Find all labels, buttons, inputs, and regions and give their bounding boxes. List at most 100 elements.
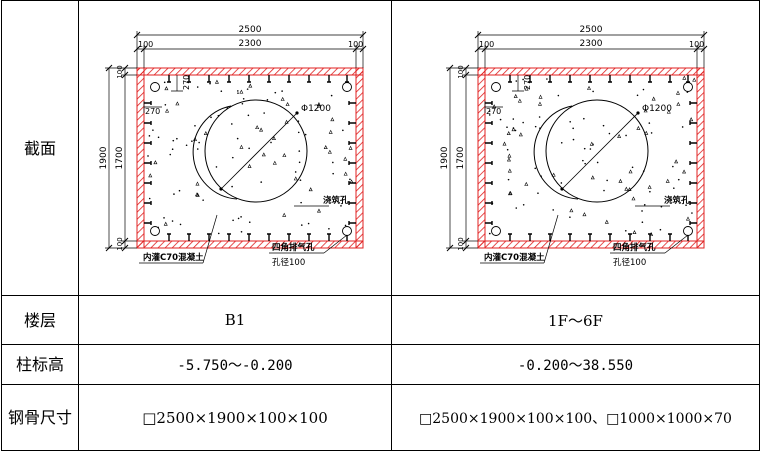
stud-top <box>588 75 592 83</box>
concrete-speckle <box>231 156 234 159</box>
concrete-speckle <box>552 209 554 211</box>
steel-wall-bottom <box>477 240 705 249</box>
concrete-aggregate <box>551 172 556 177</box>
diameter-tick <box>636 111 640 115</box>
concrete-speckle <box>506 148 509 151</box>
dim-tick <box>474 31 482 39</box>
stud-left <box>485 161 493 165</box>
concrete-speckle <box>603 189 605 192</box>
dim-tick <box>693 45 701 53</box>
concrete-speckle <box>592 90 594 93</box>
concrete-aggregate <box>203 131 208 136</box>
stud-right <box>689 161 697 165</box>
pour-hole-arc <box>192 105 238 200</box>
stud-right <box>348 201 356 205</box>
concrete-aggregate <box>271 136 276 141</box>
stud-bottom <box>568 233 572 241</box>
concrete-speckle <box>569 216 571 218</box>
dim-text-offset: 270 <box>486 107 501 116</box>
dim-text-side: 100 <box>457 237 465 250</box>
stud-right <box>348 121 356 125</box>
concrete-speckle <box>300 224 303 226</box>
vent-hole <box>342 82 352 92</box>
stud-right <box>348 181 356 185</box>
steel-size-value: □2500×1900×100×100、□1000×1000×70 <box>391 384 760 451</box>
vent-hole <box>150 226 160 236</box>
concrete-speckle <box>240 230 243 233</box>
concrete-aggregate <box>507 153 512 158</box>
concrete-speckle <box>534 167 537 170</box>
stud-top <box>686 75 690 83</box>
concrete-aggregate <box>511 127 516 132</box>
stud-bottom <box>227 233 231 241</box>
dim-tick <box>446 64 454 72</box>
concrete-aggregate <box>148 173 153 178</box>
concrete-speckle <box>592 143 594 146</box>
dim-tick <box>462 244 470 252</box>
dim-tick <box>462 71 470 79</box>
stud-bottom <box>267 233 271 241</box>
concrete-aggregate <box>689 117 694 122</box>
steel-wall-right <box>696 67 705 249</box>
concrete-speckle <box>172 139 175 142</box>
vent-hole <box>491 82 501 92</box>
steel-wall-left <box>136 67 145 249</box>
dim-text-side: 100 <box>116 65 124 78</box>
stud-bottom <box>307 233 311 241</box>
concrete-speckle <box>625 134 627 137</box>
floor-value: B1 <box>78 295 392 345</box>
concrete-aggregate <box>308 187 313 192</box>
concrete-speckle <box>242 97 245 100</box>
concrete-speckle <box>328 227 330 230</box>
concrete-speckle <box>546 78 548 80</box>
concrete-aggregate <box>517 98 522 103</box>
concrete-speckle <box>240 216 242 218</box>
concrete-aggregate <box>628 169 633 174</box>
concrete-aggregate <box>280 96 285 101</box>
concrete-speckle <box>642 88 645 91</box>
concrete-aggregate <box>153 160 158 165</box>
stud-right <box>348 101 356 105</box>
concrete-aggregate <box>676 101 681 106</box>
concrete-speckle <box>522 78 524 81</box>
stud-top <box>307 75 311 83</box>
stud-right <box>689 221 697 225</box>
stud-left <box>144 221 152 225</box>
concrete-speckle <box>583 117 585 120</box>
concrete-speckle <box>298 161 301 164</box>
concrete-speckle <box>246 88 249 90</box>
stud-bottom <box>327 233 331 241</box>
concrete-speckle <box>557 94 560 97</box>
stud-right <box>689 181 697 185</box>
concrete-speckle <box>236 137 239 140</box>
stud-right <box>348 141 356 145</box>
note-vent-dia: 孔径100 <box>613 257 646 268</box>
row-label-steel-size: 钢骨尺寸 <box>1 384 79 451</box>
stud-bottom <box>608 233 612 241</box>
diameter-tick <box>560 187 564 191</box>
stud-left <box>485 141 493 145</box>
dim-text-side: 100 <box>138 40 153 49</box>
concrete-aggregate <box>618 178 623 183</box>
concrete-aggregate <box>239 89 244 94</box>
note-vent-hole: 四角排气孔 <box>613 242 656 253</box>
concrete-aggregate <box>647 184 652 189</box>
concrete-speckle <box>681 126 684 128</box>
concrete-speckle <box>163 81 166 84</box>
concrete-speckle <box>176 137 178 140</box>
concrete-speckle <box>179 223 182 226</box>
concrete-speckle <box>148 197 151 200</box>
leader-vent <box>664 234 689 254</box>
dim-tick <box>359 45 367 53</box>
vent-hole <box>150 82 160 92</box>
concrete-speckle <box>624 230 627 232</box>
concrete-speckle <box>281 90 283 92</box>
stud-left <box>144 181 152 185</box>
concrete-aggregate <box>316 103 321 108</box>
dim-tick <box>700 31 708 39</box>
concrete-aggregate <box>604 219 609 224</box>
concrete-aggregate <box>163 221 168 226</box>
